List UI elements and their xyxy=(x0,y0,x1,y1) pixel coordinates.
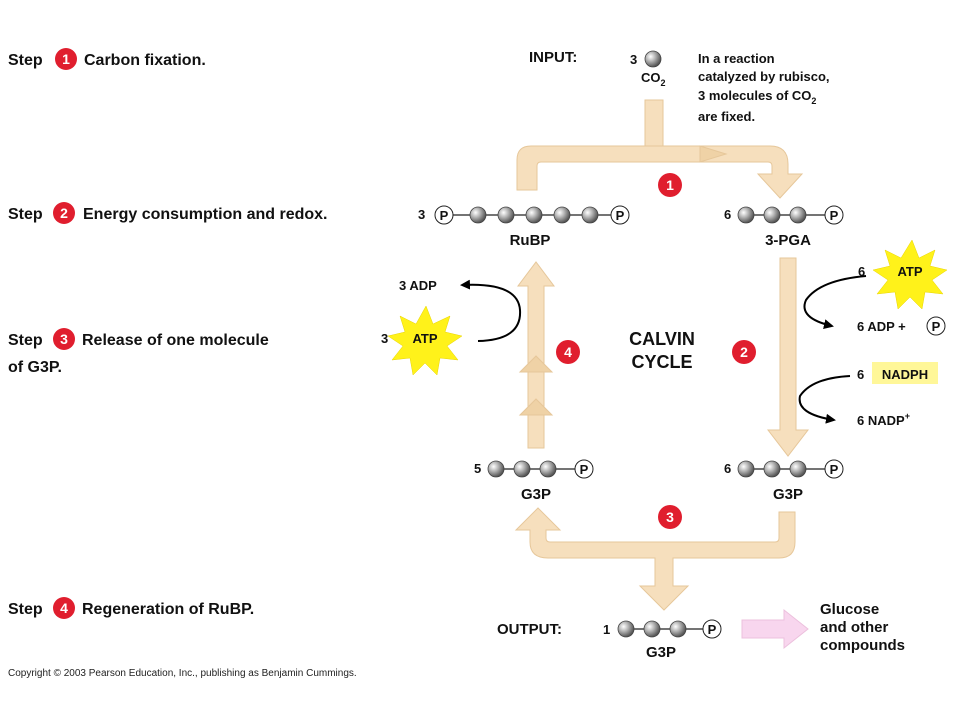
svg-text:G3P: G3P xyxy=(773,486,803,503)
phosphate-right xyxy=(610,205,630,225)
svg-text:G3P: G3P xyxy=(521,486,551,503)
svg-text:3: 3 xyxy=(630,52,637,67)
svg-text:4: 4 xyxy=(564,344,572,360)
svg-text:P: P xyxy=(616,208,625,223)
svg-text:OUTPUT:: OUTPUT: xyxy=(497,621,562,638)
svg-text:3 ADP: 3 ADP xyxy=(399,278,437,293)
svg-text:3 molecules of CO2: 3 molecules of CO2 xyxy=(698,88,816,106)
step-1-badge xyxy=(55,48,77,70)
svg-text:1: 1 xyxy=(603,622,610,637)
cycle-badges: 1 2 3 4 xyxy=(556,173,756,529)
svg-text:ATP: ATP xyxy=(412,331,437,346)
pga-molecule: 6 P 3-PGA xyxy=(724,205,844,249)
svg-text:3: 3 xyxy=(60,331,68,347)
svg-text:2: 2 xyxy=(60,205,68,221)
step2-energy: 6 ATP 6 ADP + P 6 NADPH 6 NADP+ xyxy=(798,239,948,428)
svg-text:6: 6 xyxy=(724,207,731,222)
step-3-label: Step 3 Release of one molecule of G3P. xyxy=(8,328,269,376)
svg-text:P: P xyxy=(932,319,941,334)
svg-text:Step: Step xyxy=(8,206,43,223)
svg-text:2: 2 xyxy=(740,344,748,360)
svg-text:In a reaction: In a reaction xyxy=(698,51,775,66)
svg-text:P: P xyxy=(830,462,839,477)
svg-text:RuBP: RuBP xyxy=(510,232,551,249)
svg-text:Carbon fixation.: Carbon fixation. xyxy=(84,52,206,69)
svg-text:ATP: ATP xyxy=(897,264,922,279)
co2-bead xyxy=(644,50,662,68)
step-4-label: Step 4 Regeneration of RuBP. xyxy=(8,597,254,619)
svg-text:6: 6 xyxy=(858,264,865,279)
svg-text:INPUT:: INPUT: xyxy=(529,49,577,66)
svg-text:P: P xyxy=(580,462,589,477)
step4-energy: 3 ADP 3 ATP xyxy=(381,278,522,376)
copyright-text: Copyright © 2003 Pearson Education, Inc.… xyxy=(8,668,357,679)
cycle-arrows xyxy=(514,99,810,611)
svg-text:3: 3 xyxy=(381,331,388,346)
svg-text:4: 4 xyxy=(60,600,68,616)
cycle-badge-1 xyxy=(658,173,682,197)
svg-text:P: P xyxy=(440,208,449,223)
svg-text:CALVIN: CALVIN xyxy=(629,329,695,349)
svg-text:G3P: G3P xyxy=(646,644,676,661)
svg-text:compounds: compounds xyxy=(820,637,905,654)
svg-text:Release of one molecule: Release of one molecule xyxy=(82,332,269,349)
svg-text:P: P xyxy=(830,208,839,223)
svg-text:of G3P.: of G3P. xyxy=(8,359,62,376)
nadph-highlight xyxy=(872,362,938,384)
svg-text:Glucose: Glucose xyxy=(820,601,879,618)
svg-text:catalyzed by rubisco,: catalyzed by rubisco, xyxy=(698,69,830,84)
svg-text:Step: Step xyxy=(8,52,43,69)
svg-text:and other: and other xyxy=(820,619,888,636)
svg-text:P: P xyxy=(708,622,717,637)
output-arrow xyxy=(741,608,809,650)
svg-text:1: 1 xyxy=(62,51,70,67)
cycle-badge-2 xyxy=(732,340,756,364)
svg-text:1: 1 xyxy=(666,177,674,193)
svg-text:are fixed.: are fixed. xyxy=(698,109,755,124)
svg-text:NADPH: NADPH xyxy=(882,367,928,382)
cycle-badge-4 xyxy=(556,340,580,364)
svg-text:Step: Step xyxy=(8,601,43,618)
step-3-badge xyxy=(53,328,75,350)
svg-text:3: 3 xyxy=(666,509,674,525)
cycle-badge-3 xyxy=(658,505,682,529)
svg-text:6: 6 xyxy=(724,461,731,476)
svg-text:6 ADP +: 6 ADP + xyxy=(857,319,906,334)
svg-text:CO2: CO2 xyxy=(641,70,666,88)
atp-starburst-right xyxy=(872,239,948,310)
svg-text:3-PGA: 3-PGA xyxy=(765,232,811,249)
g3p-right-molecule: 6 P G3P xyxy=(724,459,844,503)
atp-starburst-left xyxy=(387,305,463,376)
output-section: OUTPUT: 1 P G3P Glucose and other compou… xyxy=(497,601,905,661)
svg-text:3: 3 xyxy=(418,207,425,222)
step-2-badge xyxy=(53,202,75,224)
svg-text:6: 6 xyxy=(857,367,864,382)
svg-text:Step: Step xyxy=(8,332,43,349)
step-2-label: Step 2 Energy consumption and redox. xyxy=(8,202,327,224)
calvin-cycle-title: CALVIN CYCLE xyxy=(629,329,695,372)
svg-text:6 NADP+: 6 NADP+ xyxy=(857,411,910,428)
svg-text:Regeneration of RuBP.: Regeneration of RuBP. xyxy=(82,601,254,618)
input-section: INPUT: 3 CO2 In a reaction catalyzed by … xyxy=(529,49,830,124)
svg-text:Energy consumption and redox.: Energy consumption and redox. xyxy=(83,206,327,223)
svg-text:5: 5 xyxy=(474,461,481,476)
step-1-label: Step 1 Carbon fixation. xyxy=(8,48,206,70)
step-4-badge xyxy=(53,597,75,619)
rubp-molecule: 3 P P RuBP xyxy=(418,205,630,249)
svg-text:CYCLE: CYCLE xyxy=(631,352,692,372)
g3p-left-molecule: 5 P G3P xyxy=(474,459,594,503)
